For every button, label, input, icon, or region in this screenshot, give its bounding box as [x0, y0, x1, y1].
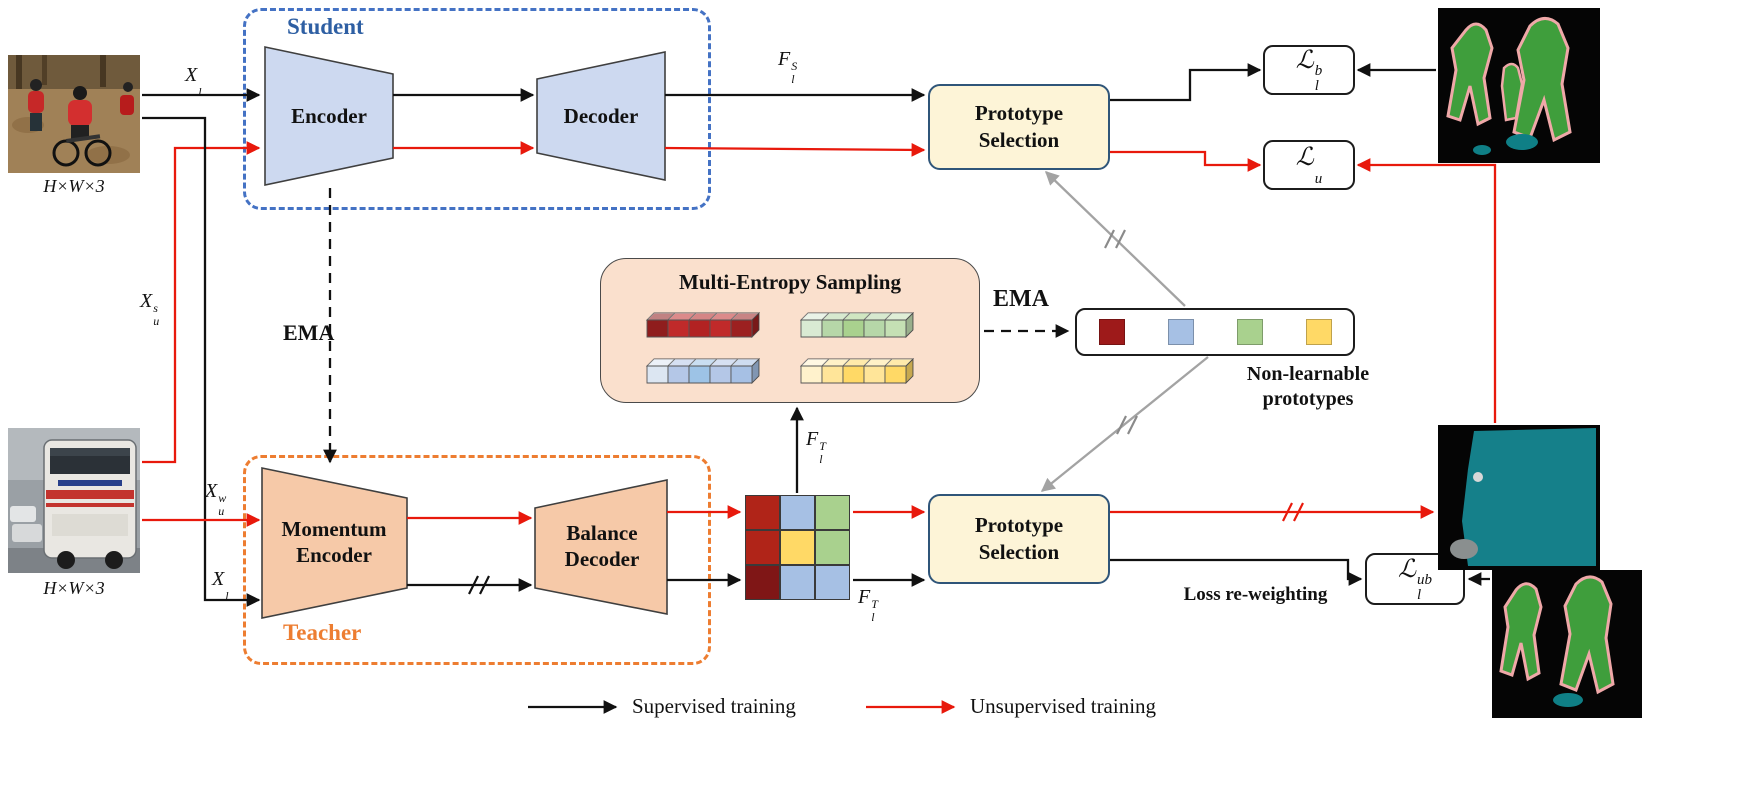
feature-grid-cell: [815, 530, 850, 565]
cube-row-red: [645, 311, 761, 343]
stop-gradient-mark-proto-top: [1104, 229, 1126, 249]
gt-mask-top-illustration: [1438, 8, 1600, 163]
loss-reweighting-label: Loss re-weighting: [1183, 584, 1328, 605]
legend-unsupervised-label: Unsupervised training: [970, 694, 1157, 718]
balance-decoder-label: Balance Decoder: [564, 521, 640, 572]
ground-truth-mask-top: [1438, 8, 1600, 163]
encoder-label: Encoder: [291, 104, 367, 128]
non-learnable-prototypes-label: Non-learnable prototypes: [1246, 363, 1370, 410]
feature-grid-cell: [815, 495, 850, 530]
stop-gradient-mark-proto-bottom: [1116, 415, 1138, 435]
prototype-selection-top: Prototype Selection: [928, 84, 1110, 170]
bus-photo-illustration: [8, 428, 140, 573]
stop-gradient-mark-pseudo: [1282, 502, 1304, 522]
multi-entropy-sampling-title: Multi-Entropy Sampling: [679, 270, 901, 294]
student-title: Student: [287, 14, 364, 39]
prototype-selection-bottom: Prototype Selection: [928, 494, 1110, 584]
teacher-title: Teacher: [283, 620, 362, 645]
cube-row-yellow: [799, 357, 915, 389]
prototype-swatch: [1305, 319, 1332, 345]
student-container: [243, 8, 711, 210]
ema-label-student-teacher: EMA: [283, 320, 335, 345]
feature-grid-cell: [780, 565, 815, 600]
cube-row-green: [799, 311, 915, 343]
prototype-swatch: [1236, 319, 1263, 345]
momentum-encoder-label: Momentum Encoder: [281, 517, 387, 568]
legend-supervised-label: Supervised training: [632, 694, 796, 718]
feature-grid-cell: [745, 530, 780, 565]
decoder-label: Decoder: [563, 104, 639, 128]
labeled-input-photo: [8, 55, 140, 173]
prototype-swatch: [1098, 319, 1125, 345]
feature-grid-cell: [745, 495, 780, 530]
caption-hw3-top: H×W×3: [43, 176, 105, 196]
caption-hw3-bottom: H×W×3: [43, 578, 105, 598]
cube-row-blue: [645, 357, 761, 389]
prototype-swatches: [1077, 310, 1353, 354]
ground-truth-mask-bottom: [1492, 570, 1642, 718]
feature-grid-cell: [815, 565, 850, 600]
non-learnable-prototypes-box: [1075, 308, 1355, 356]
unlabeled-input-photo: [8, 428, 140, 573]
feature-grid: [745, 495, 850, 600]
feature-grid-cell: [745, 565, 780, 600]
prototype-selection-bottom-label: Prototype Selection: [974, 512, 1064, 564]
pseudo-label-illustration: [1438, 425, 1600, 570]
gt-mask-bottom-illustration: [1492, 570, 1642, 718]
feature-grid-cell: [780, 530, 815, 565]
pseudo-label-mask: [1438, 425, 1600, 570]
prototype-swatch: [1167, 319, 1194, 345]
prototype-selection-top-label: Prototype Selection: [974, 100, 1064, 152]
cyclists-photo-illustration: [8, 55, 140, 173]
ema-label-prototypes: EMA: [993, 286, 1049, 312]
feature-grid-cell: [780, 495, 815, 530]
